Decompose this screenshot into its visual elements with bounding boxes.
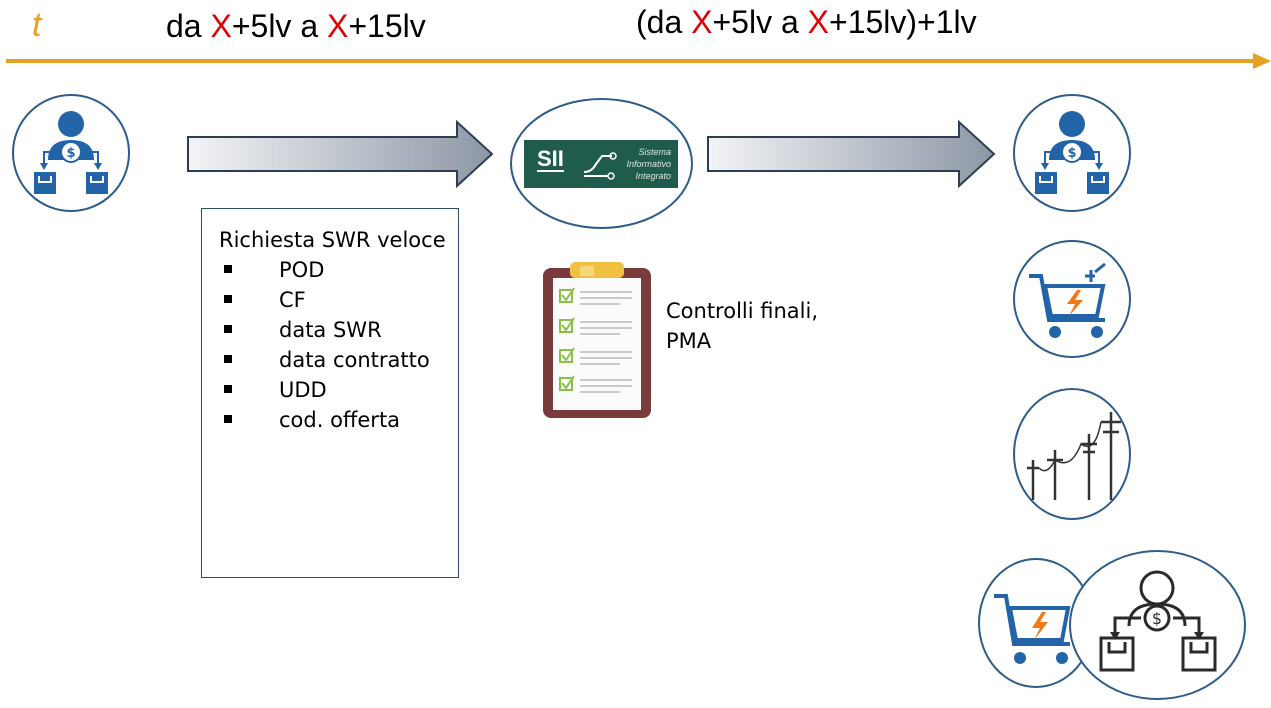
phase-2-x2: X bbox=[807, 4, 829, 40]
flow-arrow-2 bbox=[707, 120, 996, 188]
phase-1-prefix: da bbox=[166, 8, 211, 44]
sii-subtitle: Sistema Informativo Integrato bbox=[626, 146, 671, 182]
flow-arrow-1 bbox=[187, 120, 494, 188]
svg-text:$: $ bbox=[66, 146, 75, 161]
sii-sub-line-3: Integrato bbox=[635, 171, 671, 181]
energy-cart-icon bbox=[994, 594, 1071, 664]
energy-cart-circle bbox=[1013, 240, 1131, 358]
customer-switch-outline-icon: $ bbox=[1099, 570, 1217, 672]
customer-switch-icon: $ bbox=[34, 111, 108, 194]
list-item: data SWR bbox=[219, 315, 449, 345]
sii-logo: SII Sistema Informativo Integrato bbox=[524, 140, 678, 188]
request-title: Richiesta SWR veloce bbox=[219, 228, 446, 252]
phase-1-suffix: +15lv bbox=[348, 8, 426, 44]
list-item: UDD bbox=[219, 375, 449, 405]
timeline-axis bbox=[6, 53, 1271, 69]
phase-1-x1: X bbox=[210, 8, 232, 44]
list-item: data contratto bbox=[219, 345, 449, 375]
time-axis-label: t bbox=[32, 6, 42, 44]
phase-1-x2: X bbox=[327, 8, 349, 44]
list-item: CF bbox=[219, 285, 449, 315]
sii-logo-text: SII bbox=[537, 146, 564, 172]
energy-cart-icon bbox=[1029, 262, 1106, 338]
phase-1-mid: +5lv a bbox=[231, 8, 327, 44]
sii-sub-line-1: Sistema bbox=[638, 147, 671, 157]
customer-switch-icon: $ bbox=[1035, 111, 1109, 194]
controls-label: Controlli finali, PMA bbox=[666, 299, 819, 353]
svg-text:$: $ bbox=[1152, 609, 1162, 628]
checklist-clipboard-icon bbox=[543, 262, 651, 418]
phase-2-x1: X bbox=[691, 4, 713, 40]
request-field-list: POD CF data SWR data contratto UDD cod. … bbox=[219, 255, 458, 435]
list-item: POD bbox=[219, 255, 449, 285]
circuit-icon bbox=[583, 152, 617, 180]
request-box: Richiesta SWR veloce POD CF data SWR dat… bbox=[201, 208, 459, 578]
sii-sub-line-2: Informativo bbox=[626, 159, 671, 169]
phase-2-window: (da X+5lv a X+15lv)+1lv bbox=[636, 4, 977, 41]
power-lines-circle bbox=[1013, 388, 1131, 520]
svg-text:$: $ bbox=[1067, 146, 1076, 161]
phase-2-suffix: +15lv)+1lv bbox=[829, 4, 977, 40]
customer-switch-outline-circle: $ bbox=[1069, 550, 1246, 700]
list-item: cod. offerta bbox=[219, 405, 449, 435]
phase-2-mid: +5lv a bbox=[712, 4, 808, 40]
phase-1-window: da X+5lv a X+15lv bbox=[166, 8, 426, 45]
phase-2-prefix: (da bbox=[636, 4, 692, 40]
power-lines-icon bbox=[1027, 412, 1121, 500]
customer-switch-circle-left: $ bbox=[12, 94, 130, 212]
customer-switch-circle-right: $ bbox=[1013, 94, 1131, 212]
